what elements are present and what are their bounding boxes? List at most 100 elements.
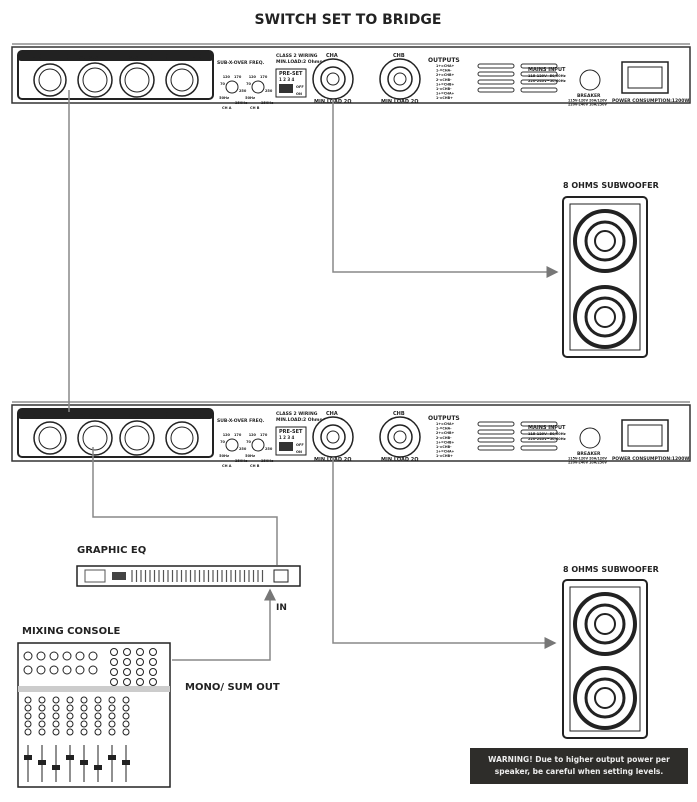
subwoofer-bottom <box>562 579 648 739</box>
amp-label: CH B <box>150 53 169 61</box>
amp-label: 1-=CHB+ <box>436 454 453 458</box>
amp-label: 50Hz <box>245 96 255 100</box>
console-knob <box>123 668 131 676</box>
amp-label: 250Hz <box>235 101 247 105</box>
amp-label: 115V-120V 20A/120V <box>568 99 607 103</box>
console-knob <box>24 712 32 720</box>
amp-label: 70 <box>246 440 251 444</box>
amp-label: 250Hz <box>235 459 247 463</box>
amp-label: LINK <box>24 411 43 419</box>
console-knob <box>94 704 102 712</box>
console-knob <box>66 696 74 704</box>
speaker-cable-top <box>332 99 559 278</box>
amp-label: ON <box>296 450 302 454</box>
amp-label: PUSH <box>88 55 102 61</box>
mono-sum-out-label: MONO/ SUM OUT <box>185 682 280 693</box>
speaker-cable-bottom <box>332 457 557 649</box>
console-knob <box>94 712 102 720</box>
mixing-console-label: MIXING CONSOLE <box>22 626 120 637</box>
amp-label: 120 <box>249 75 257 79</box>
console-knob <box>108 696 116 704</box>
amp-label: 1-=CHB- <box>436 445 452 449</box>
console-knob <box>38 720 46 728</box>
amp-label: MIN.LOAD 2Ω <box>381 457 419 463</box>
console-knob <box>122 696 130 704</box>
amp-label: CH A <box>222 464 232 468</box>
amp-label: 250 <box>239 447 247 451</box>
amp-label: 1-=CHA- <box>436 427 452 431</box>
amp-label: CH A <box>222 106 232 110</box>
amp-label: MAINS INPUT <box>528 425 566 431</box>
amp-label: CH B <box>250 464 260 468</box>
amp-label: MIN.LOAD:2 Ohms <box>276 417 322 423</box>
amp-label: LINK <box>184 411 203 419</box>
console-fader <box>94 765 102 770</box>
amp-label: 250 <box>265 89 273 93</box>
console-knob <box>149 668 157 676</box>
console-knob <box>123 648 131 656</box>
amp-label: 1+=CHA+ <box>436 450 455 454</box>
subwoofer-top <box>562 196 648 358</box>
console-knob <box>49 665 59 675</box>
console-knob <box>38 704 46 712</box>
console-knob <box>24 720 32 728</box>
console-knob <box>66 720 74 728</box>
amp-label: CLASS 2 WIRING <box>276 411 318 417</box>
mixing-console <box>17 642 171 788</box>
amp-label: 115V-120V 20A/120V <box>568 457 607 461</box>
amp-label: MAINS INPUT <box>528 67 566 73</box>
amp-label: CH B <box>250 106 260 110</box>
amp-label: PRE-SET <box>279 71 303 77</box>
amp-label: CHA <box>326 411 338 417</box>
console-knob <box>108 728 116 736</box>
amp-label: CHA <box>326 53 338 59</box>
amp-label: 50Hz <box>219 96 229 100</box>
amp-label: BREAKER <box>577 451 601 457</box>
console-fader <box>66 755 74 760</box>
amp-label: 2-=CHB- <box>436 78 452 82</box>
console-knob <box>62 665 72 675</box>
console-knob <box>122 712 130 720</box>
console-knob <box>66 728 74 736</box>
amp-label: OUTPUTS <box>428 57 460 64</box>
console-knob <box>62 651 72 661</box>
console-knob <box>36 665 46 675</box>
amp-label: 250 <box>265 447 273 451</box>
console-knob <box>110 678 118 686</box>
subwoofer-bottom-label: 8 OHMS SUBWOOFER <box>563 565 659 574</box>
console-knob <box>24 696 32 704</box>
console-knob <box>75 665 85 675</box>
amp-label: 1-=CHB+ <box>436 96 453 100</box>
amp-label: 170 <box>234 75 242 79</box>
console-fader <box>122 760 130 765</box>
amp-label: 2-=CHB- <box>436 436 452 440</box>
console-knob <box>52 728 60 736</box>
console-knob <box>80 720 88 728</box>
console-knob <box>49 651 59 661</box>
amp-label: PUSH <box>128 413 142 419</box>
subwoofer-top-label: 8 OHMS SUBWOOFER <box>563 181 659 190</box>
eq-in-label: IN <box>276 603 287 613</box>
amp-label: 70 <box>220 440 225 444</box>
diagram-title: SWITCH SET TO BRIDGE <box>255 12 442 28</box>
console-knob <box>136 658 144 666</box>
amp-label: 250 <box>239 89 247 93</box>
amp-label: PUSH <box>88 413 102 419</box>
amp-label: CH B <box>150 411 169 419</box>
amp-label: 2+=CHB+ <box>436 73 455 77</box>
console-fader <box>80 760 88 765</box>
console-knob <box>88 651 98 661</box>
amp-label: 1+=CHA+ <box>436 422 455 426</box>
console-knob <box>66 712 74 720</box>
console-knob <box>108 704 116 712</box>
amp-label: 70 <box>246 82 251 86</box>
amp-label: 70 <box>220 82 225 86</box>
amp-label: MIN.LOAD 2Ω <box>381 99 419 105</box>
console-knob <box>123 658 131 666</box>
console-knob <box>94 728 102 736</box>
console-knob <box>38 696 46 704</box>
console-knob <box>149 658 157 666</box>
